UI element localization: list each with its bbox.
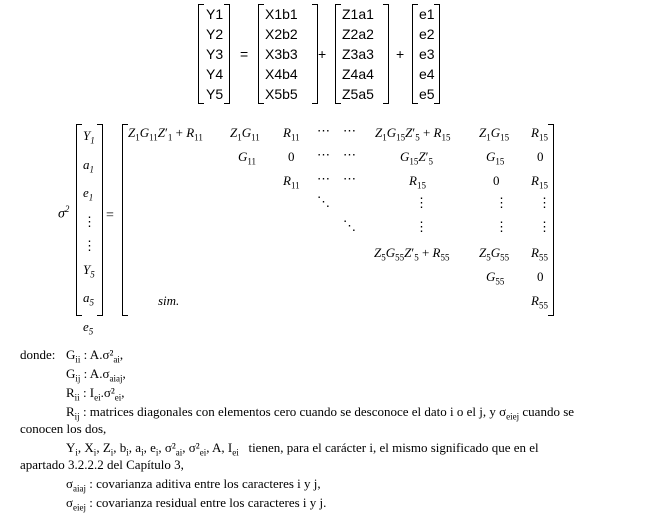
matrix-cell: R15 <box>531 173 548 191</box>
legend-yi-cont: apartado 3.2.2.2 del Capítulo 3, <box>20 457 184 472</box>
matrix-cell: G15 <box>486 149 505 167</box>
matrix-cell: Z1G15 <box>479 125 510 143</box>
plus-sign: + <box>318 46 327 62</box>
vector-entry: ⋮ <box>83 213 96 229</box>
vector-entry: Y5 <box>83 261 95 280</box>
legend-rij: Rij : matrices diagonales con elementos … <box>66 404 575 422</box>
matrix-cell: R11 <box>283 173 300 191</box>
vector-entry: ⋮ <box>83 237 96 253</box>
e-entry: e2 <box>419 26 435 42</box>
xb-vector: X1b1 X2b2 X3b3 X4b4 X5b5 <box>265 4 298 104</box>
matrix-cell: R55 <box>531 245 548 263</box>
legend-seiej: σeiej : covarianza residual entre los ca… <box>66 495 327 513</box>
donde-label: donde: <box>20 347 56 362</box>
matrix-cell: ⋮ <box>495 219 508 234</box>
matrix-cell: ⋯ <box>343 147 356 162</box>
xb-entry: X3b3 <box>265 46 298 62</box>
bracket-left <box>412 4 418 104</box>
xb-entry: X2b2 <box>265 26 298 42</box>
y-entry: Y1 <box>206 6 224 22</box>
matrix-cell: ⋯ <box>317 171 330 186</box>
matrix-cell: ⋯ <box>343 171 356 186</box>
legend-rij-cont: conocen los dos, <box>20 421 107 436</box>
bracket-right <box>434 4 440 104</box>
legend-rii: Rii : Iei.σ²ei, <box>66 385 125 403</box>
bracket-left <box>122 124 128 316</box>
za-entry: Z4a4 <box>342 66 374 82</box>
bracket-left <box>335 4 341 104</box>
xb-entry: X5b5 <box>265 86 298 102</box>
bracket-right <box>548 124 554 316</box>
y-entry: Y2 <box>206 26 224 42</box>
equals-sign: = <box>240 46 249 62</box>
matrix-cell: Z5G55Z′5 + R55 <box>374 245 450 263</box>
matrix-cell: ⋯ <box>317 147 330 162</box>
vector-entry: a5 <box>83 290 94 308</box>
sym-label: sim. <box>158 293 180 308</box>
sigma-symbol: σ2 <box>58 204 70 222</box>
e-entry: e1 <box>419 6 435 22</box>
matrix-cell: Z1G11Z′1 + R11 <box>128 125 203 143</box>
matrix-cell: ⋱ <box>343 218 356 233</box>
xb-entry: X1b1 <box>265 6 298 22</box>
matrix-cell: 0 <box>537 269 544 284</box>
matrix-cell: Z1G15Z′5 + R15 <box>375 125 451 143</box>
matrix-cell: ⋮ <box>538 195 551 210</box>
y-entry: Y5 <box>206 86 224 102</box>
bracket-right <box>312 4 318 104</box>
matrix-cell: ⋯ <box>317 123 330 138</box>
legend-yi: Yi, Xi, Zi, bi, ai, ei, σ²ai, σ²ei, A, I… <box>66 440 539 458</box>
matrix-cell: ⋮ <box>415 195 428 210</box>
za-vector: Z1a1 Z2a2 Z3a3 Z4a4 Z5a5 <box>342 4 374 104</box>
e-entry: e4 <box>419 66 435 82</box>
za-entry: Z5a5 <box>342 86 374 102</box>
e-vector: e1 e2 e3 e4 e5 <box>419 4 435 104</box>
matrix-cell: R55 <box>531 293 548 311</box>
za-entry: Z3a3 <box>342 46 374 62</box>
y-vector: Y1 Y2 Y3 Y4 Y5 <box>206 4 223 104</box>
matrix-cell: G55 <box>486 269 505 287</box>
bracket-left <box>198 4 204 104</box>
bracket-right <box>224 4 230 104</box>
legend-saiaj: σaiaj : covarianza aditiva entre los car… <box>66 476 321 494</box>
y-entry: Y4 <box>206 66 224 82</box>
random-vector: Y1 a1 e1 ⋮ ⋮ Y5 a5 e5 <box>83 124 96 344</box>
za-entry: Z1a1 <box>342 6 374 22</box>
matrix-cell: R11 <box>283 125 300 143</box>
vector-entry: e1 <box>83 185 94 203</box>
matrix-cell: Z1G11 <box>230 125 260 143</box>
bracket-right <box>97 124 103 316</box>
bracket-right <box>383 4 389 104</box>
vector-entry: e5 <box>83 318 94 337</box>
plus-sign: + <box>396 46 405 62</box>
matrix-cell: G15Z′5 <box>400 149 433 167</box>
vector-entry: Y1 <box>83 128 95 146</box>
y-entry: Y3 <box>206 46 224 62</box>
matrix-cell: R15 <box>409 173 426 191</box>
matrix-cell: 0 <box>493 173 500 188</box>
matrix-cell: 0 <box>288 149 295 164</box>
matrix-cell: G11 <box>238 149 257 167</box>
matrix-cell: ⋮ <box>538 219 551 234</box>
legend-gij: Gij : A.σaiaj, <box>66 366 126 384</box>
matrix-cell: R15 <box>531 125 548 143</box>
matrix-cell: 0 <box>537 149 544 164</box>
za-entry: Z2a2 <box>342 26 374 42</box>
equals-sign: = <box>106 208 114 223</box>
bracket-left <box>258 4 264 104</box>
matrix-cell: ⋯ <box>343 123 356 138</box>
matrix-cell: ⋮ <box>495 195 508 210</box>
e-entry: e5 <box>419 86 435 102</box>
matrix-cell: ⋱ <box>317 194 330 209</box>
vector-entry: a1 <box>83 156 94 175</box>
e-entry: e3 <box>419 46 435 62</box>
legend-gii: Gii : A.σ²ai, <box>66 347 124 365</box>
matrix-cell: ⋮ <box>415 219 428 234</box>
bracket-left <box>76 124 82 316</box>
xb-entry: X4b4 <box>265 66 298 82</box>
matrix-cell: Z5G55 <box>479 245 510 263</box>
